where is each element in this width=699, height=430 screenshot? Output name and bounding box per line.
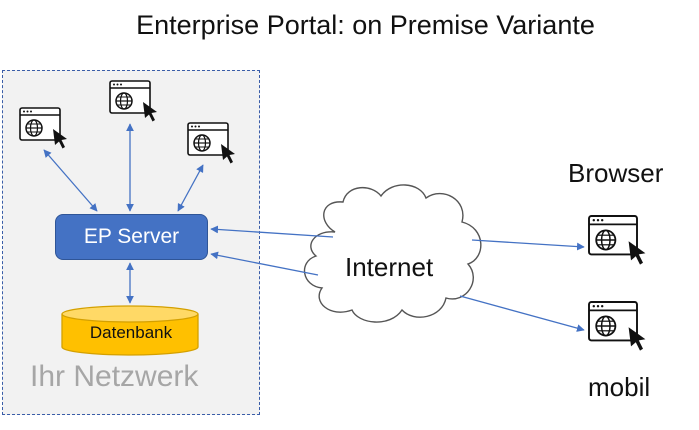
internal-client-3-icon bbox=[187, 122, 236, 165]
internal-client-2-icon bbox=[109, 80, 158, 123]
cloud-icon bbox=[304, 184, 482, 323]
network-label: Ihr Netzwerk bbox=[30, 360, 199, 393]
diagram-title: Enterprise Portal: on Premise Variante bbox=[136, 10, 595, 40]
mobile-client-icon bbox=[588, 301, 647, 352]
ep-server-label: EP Server bbox=[83, 225, 180, 248]
database-label: Datenbank bbox=[89, 323, 173, 342]
arrow-client1-server bbox=[43, 149, 98, 212]
arrow-client3-server bbox=[177, 164, 204, 212]
browser-label: Browser bbox=[568, 158, 664, 188]
arrow-internet-server-upper bbox=[210, 225, 334, 238]
internal-client-1-icon bbox=[19, 107, 68, 150]
ep-server-node: EP Server bbox=[55, 214, 208, 260]
arrow-internet-server-lower bbox=[210, 251, 319, 276]
arrow-internet-mobil bbox=[459, 295, 585, 332]
database-icon bbox=[61, 305, 199, 356]
browser-client-icon bbox=[588, 215, 647, 266]
arrow-internet-browser bbox=[471, 239, 585, 251]
mobile-label: mobil bbox=[588, 372, 651, 402]
internet-label: Internet bbox=[345, 252, 434, 282]
